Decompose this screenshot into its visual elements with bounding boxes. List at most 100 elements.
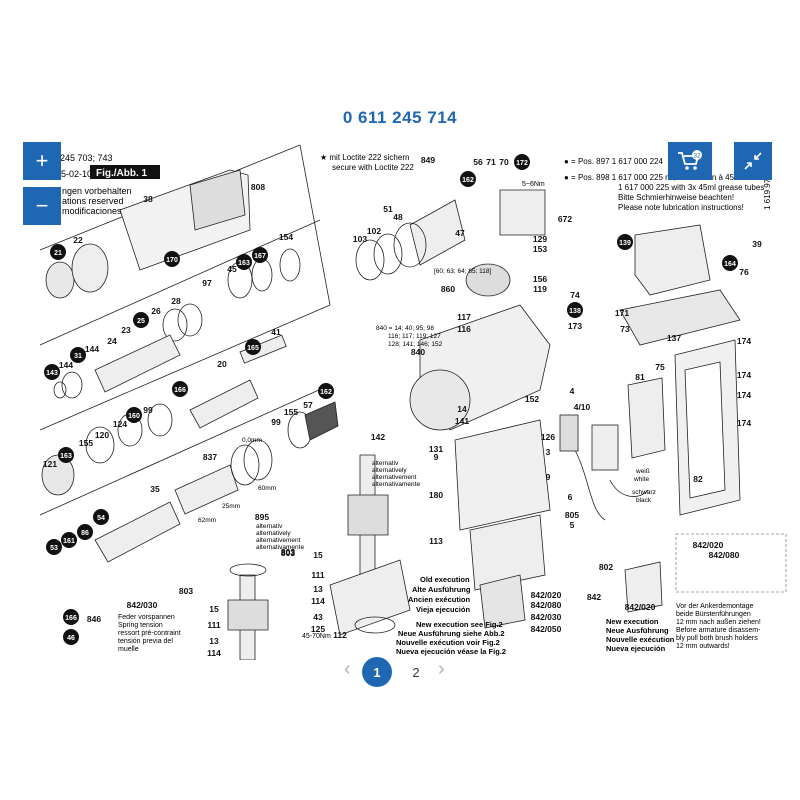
part-callout: 28 <box>171 296 181 306</box>
part-callout: 152 <box>525 394 539 404</box>
part-callout: 20 <box>217 359 227 369</box>
part-callout: 842/080 <box>531 600 562 610</box>
exploded-parts-diagram: 8083821221704516316715497282625232431144… <box>39 144 787 660</box>
callout-number: 842/050 <box>531 624 562 634</box>
callout-number: 81 <box>635 372 645 382</box>
plus-icon: + <box>35 148 49 173</box>
zoom-in-button[interactable]: + <box>23 142 61 180</box>
detail-840-1: 840 = 14; 40; 95; 98 <box>376 325 434 332</box>
part-callout: 25 <box>133 312 149 328</box>
grease-line-4: Bitte Schmierhinweise beachten! <box>618 193 734 202</box>
alternative-4: alternativamente <box>372 481 420 488</box>
callout-number: 113 <box>429 536 443 546</box>
part-callout: 111 <box>311 570 325 580</box>
callout-number: 137 <box>667 333 681 343</box>
callout-number: 74 <box>570 290 580 300</box>
part-callout: 174 <box>737 390 751 400</box>
part-callout: 173 <box>568 321 582 331</box>
part-callout: 860 <box>441 284 455 294</box>
callout-number: 153 <box>533 244 547 254</box>
part-callout: 99 <box>143 405 153 415</box>
callout-number: 114 <box>207 648 221 658</box>
part-callout: 21 <box>50 244 66 260</box>
callout-number: 143 <box>46 370 58 377</box>
part-callout: 74 <box>570 290 580 300</box>
part-callout: 48 <box>393 212 403 222</box>
callout-number: 73 <box>620 324 630 334</box>
page-1-button[interactable]: 1 <box>362 657 392 687</box>
callout-number: 9 <box>546 472 551 482</box>
callout-number: 43 <box>313 612 323 622</box>
callout-number: 117 <box>457 312 471 322</box>
callout-number: 672 <box>558 214 572 224</box>
alternative-7: alternativement <box>256 537 301 544</box>
part-callout: 56 <box>473 157 483 167</box>
part-callout: 15 <box>209 604 219 614</box>
part-callout: 45 <box>227 264 237 274</box>
alternative-2: alternatively <box>372 467 407 474</box>
next-page-button[interactable]: › <box>438 658 445 681</box>
part-callout: 803 <box>179 586 193 596</box>
callout-number: 14 <box>457 404 467 414</box>
collapse-button[interactable] <box>734 142 772 180</box>
part-callout: 167 <box>252 247 268 263</box>
side-number: 1 619 97 <box>763 178 772 210</box>
part-callout: 137 <box>667 333 681 343</box>
callout-number: 56 <box>473 157 483 167</box>
callout-number: 174 <box>737 370 751 380</box>
part-callout: 15 <box>313 550 323 560</box>
callout-number: 849 <box>421 155 435 165</box>
cart-badge: 32 <box>694 154 701 160</box>
callout-number: 171 <box>615 308 629 318</box>
part-callout: 14 <box>457 404 467 414</box>
new-fig2-4: Nueva ejecución véase la Fig.2 <box>396 647 506 656</box>
part-callout: 842/080 <box>709 550 740 560</box>
part-callout: 35 <box>150 484 160 494</box>
callout-circle <box>61 532 77 548</box>
part-callout: 71 <box>486 157 496 167</box>
part-callout: 103 <box>353 234 367 244</box>
armature-3: 12 mm nach außen ziehen! <box>676 619 761 626</box>
callout-number: 45 <box>227 264 237 274</box>
part-callout: 114 <box>311 596 325 606</box>
callout-number: 119 <box>533 284 547 294</box>
part-callout: 165 <box>245 339 261 355</box>
zoom-out-button[interactable]: − <box>23 187 61 225</box>
callout-number: 846 <box>87 614 101 624</box>
spring-2: Spring tension <box>118 622 163 629</box>
callout-number: 842/030 <box>531 612 562 622</box>
part-callout: 161 <box>61 532 77 548</box>
part-callout: 139 <box>617 234 633 250</box>
part-callout: 51 <box>383 204 393 214</box>
header-line-3: modificaciones <box>62 206 122 216</box>
grease-line-3: 1 617 000 225 with 3x 45ml grease tubes <box>618 183 764 192</box>
prev-page-button[interactable]: ‹ <box>344 658 351 681</box>
callout-number: 131 <box>429 444 443 454</box>
callout-number: 172 <box>516 160 528 167</box>
part-callout: 24 <box>107 336 117 346</box>
part-callout: 131 <box>429 444 443 454</box>
callout-number: 162 <box>320 389 332 396</box>
fig-label: Fig./Abb. 1 <box>96 168 148 179</box>
part-callout: 180 <box>429 490 443 500</box>
callout-number: 111 <box>207 620 221 630</box>
callout-number: 165 <box>247 345 259 352</box>
callout-number: 15 <box>209 604 219 614</box>
part-callout: 162 <box>318 383 334 399</box>
callout-number: 3 <box>546 447 551 457</box>
wire-white-2: white <box>633 476 650 483</box>
grease-line-1: ● = Pos. 897 1 617 000 224 <box>564 157 663 166</box>
header-line-2: ations reserved <box>62 196 124 206</box>
part-callout: 144 <box>85 344 99 354</box>
add-to-cart-button[interactable]: 32 <box>668 142 712 180</box>
callout-number: 842/020 <box>693 540 724 550</box>
callout-number: 31 <box>74 353 82 360</box>
page-2-button[interactable]: 2 <box>412 664 420 680</box>
callout-number: 124 <box>113 419 127 429</box>
callout-number: 112 <box>333 630 347 640</box>
part-callout: 174 <box>737 418 751 428</box>
part-callout: 9 <box>434 452 439 462</box>
callout-number: 121 <box>43 459 57 469</box>
header-box: 245 703; 743 15-02-10 Fig./Abb. 1 ngen v… <box>56 153 160 216</box>
part-callout: 803 <box>281 547 295 557</box>
